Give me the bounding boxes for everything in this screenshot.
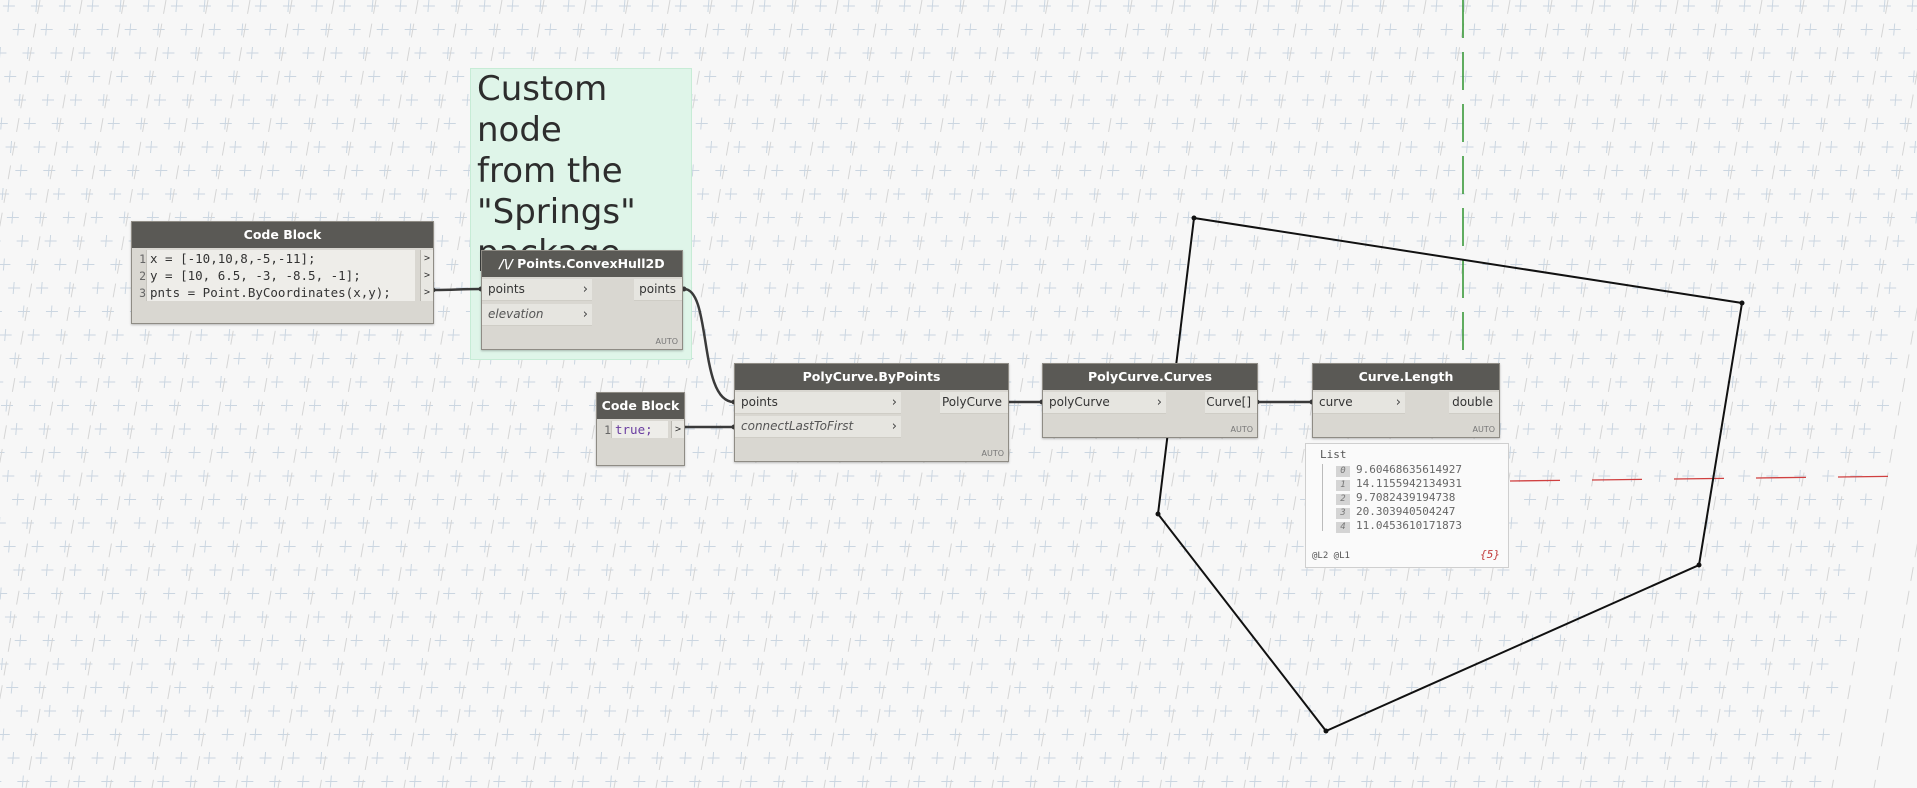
hull-vertex: [1696, 562, 1702, 568]
output-port[interactable]: >: [671, 421, 684, 438]
line-number: 2: [139, 269, 146, 283]
code-text[interactable]: y = [10, 6.5, -3, -8.5, -1];: [146, 267, 415, 284]
input-port-points[interactable]: points›: [482, 279, 592, 301]
list-levels[interactable]: @L2 @L1: [1312, 551, 1350, 561]
output-port-points[interactable]: points: [634, 279, 682, 301]
output-port-polycurve[interactable]: PolyCurve: [940, 392, 1008, 414]
line-number: 3: [139, 286, 146, 300]
input-port-polycurve[interactable]: polyCurve›: [1043, 392, 1166, 414]
package-icon: /\/: [499, 256, 514, 271]
output-port[interactable]: >: [420, 284, 433, 301]
node-title: PolyCurve.Curves: [1043, 364, 1257, 390]
input-port-connectlasttofirst[interactable]: connectLastToFirst›: [735, 416, 901, 438]
node-title: Code Block: [597, 393, 684, 419]
list-tree-line: [1322, 464, 1323, 531]
lacing-label[interactable]: AUTO: [655, 337, 678, 346]
preview-list-title: List: [1320, 448, 1347, 461]
output-port[interactable]: >: [420, 250, 433, 267]
line-number: 1: [139, 252, 146, 266]
output-port-curves[interactable]: Curve[]: [1205, 392, 1257, 414]
hull-vertices: [1155, 215, 1745, 734]
output-port[interactable]: >: [420, 267, 433, 284]
hull-vertex: [1191, 215, 1197, 221]
polycurve-curves-node[interactable]: PolyCurve.Curves polyCurve› Curve[] AUTO: [1042, 363, 1258, 438]
lacing-label[interactable]: AUTO: [1472, 425, 1495, 434]
node-title: Curve.Length: [1313, 364, 1499, 390]
lacing-label[interactable]: AUTO: [981, 449, 1004, 458]
hull-vertex: [1155, 511, 1161, 517]
input-port-curve[interactable]: curve›: [1313, 392, 1405, 414]
input-port-elevation[interactable]: elevation›: [482, 304, 592, 326]
line-number: 1: [604, 423, 611, 437]
code-text[interactable]: true;: [611, 421, 668, 438]
node-title: PolyCurve.ByPoints: [735, 364, 1008, 390]
list-count: {5}: [1480, 548, 1500, 561]
output-port-double[interactable]: double: [1449, 392, 1499, 414]
lacing-label[interactable]: AUTO: [1230, 425, 1253, 434]
code-text[interactable]: x = [-10,10,8,-5,-11];: [146, 250, 415, 267]
polycurve-bypoints-node[interactable]: PolyCurve.ByPoints points› connectLastTo…: [734, 363, 1009, 462]
convex-hull-node[interactable]: /\/Points.ConvexHull2D points› elevation…: [481, 250, 683, 350]
convex-hull-polygon: [1156, 216, 1744, 733]
code-text[interactable]: pnts = Point.ByCoordinates(x,y);: [146, 284, 415, 301]
input-port-points[interactable]: points›: [735, 392, 901, 414]
hull-vertex: [1739, 300, 1745, 306]
node-title: /\/Points.ConvexHull2D: [482, 251, 682, 277]
hull-vertex: [1323, 728, 1329, 734]
node-title-text: Points.ConvexHull2D: [517, 256, 665, 271]
curve-length-node[interactable]: Curve.Length curve› double AUTO: [1312, 363, 1500, 438]
node-title: Code Block: [132, 222, 433, 248]
annotation-text: Custom node from the "Springs" package: [477, 69, 636, 273]
